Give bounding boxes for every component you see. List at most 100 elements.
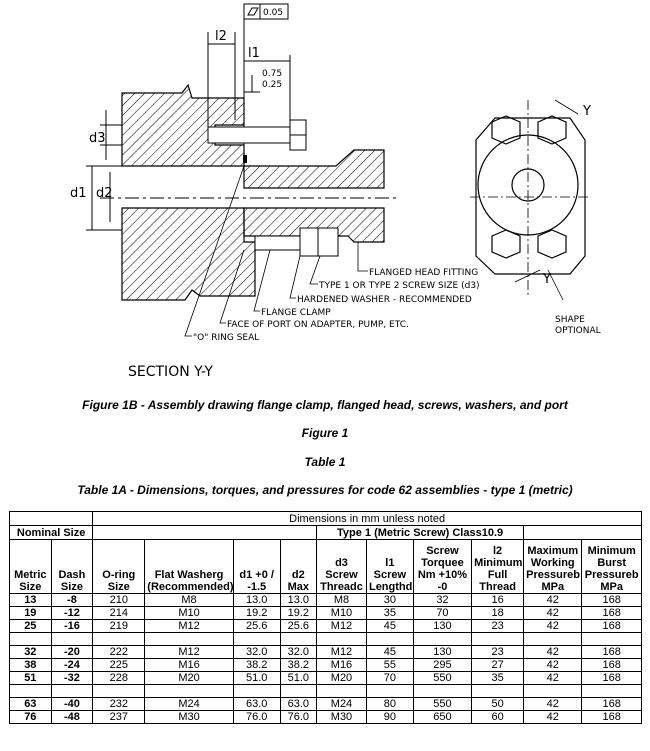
callout-port-face: FACE OF PORT ON ADAPTER, PUMP, ETC. [227,320,409,330]
spacer-cell [523,684,583,698]
spacer-cell [50,684,94,698]
table-cell: 63.0 [232,697,281,711]
table-cell: M8 [316,593,367,607]
table-cell: 168 [581,697,642,711]
table-cell: 80 [365,697,414,711]
blank-header-right [523,525,642,540]
table-cell: -24 [50,658,94,672]
spacer-row [9,632,642,646]
flanged-head-fitting [243,149,385,243]
col-oring-size: O-ring Size [92,539,146,594]
table-cell: 168 [581,658,642,672]
table-cell: 18 [471,606,525,620]
lower-screw [254,227,339,257]
diameter-dimensions [86,110,122,231]
table-cell: 168 [581,710,642,724]
table-cell: 51 [9,671,52,685]
spacer-cell [412,632,473,646]
table-cell: 42 [523,697,583,711]
table-cell: 76.0 [232,710,281,724]
table-cell: M30 [316,710,367,724]
table-cell: 228 [92,671,146,685]
table-cell: 35 [365,606,414,620]
spacer-cell [316,632,367,646]
table-cell: M10 [316,606,367,620]
table-cell: 225 [92,658,146,672]
spacer-cell [279,632,318,646]
table-cell: 650 [412,710,473,724]
table-cell: M12 [316,645,367,659]
col-torque: Screw Torquee Nm +10% -0 [412,539,473,594]
callout-leaders [184,165,368,337]
table-cell: 60 [471,710,525,724]
table-cell: 63 [9,697,52,711]
table-cell: 42 [523,619,583,633]
callout-o-ring: "O" RING SEAL [193,333,259,343]
spacer-cell [412,684,473,698]
table-cell: 19 [9,606,52,620]
table-cell: 50 [471,697,525,711]
figure-1-caption: Figure 1 [301,426,349,440]
spacer-cell [365,684,414,698]
col-l2: l2 Minimum Full Thread [471,539,525,594]
table-cell: M12 [144,619,234,633]
l1-label: l1 [248,46,260,61]
table-cell: 210 [92,593,146,607]
shape-note-2: OPTIONAL [555,326,601,336]
spacer-cell [316,684,367,698]
table-cell: 42 [523,658,583,672]
table-cell: 13.0 [232,593,281,607]
col-flat-washer: Flat Washerg (Recommended) [144,539,234,594]
spacer-cell [144,632,234,646]
table-cell: 42 [523,671,583,685]
table-cell: M10 [144,606,234,620]
table-cell: 32.0 [279,645,318,659]
table-cell: 51.0 [232,671,281,685]
table-cell: -20 [50,645,94,659]
d1-label: d1 [70,186,87,201]
table-cell: M16 [144,658,234,672]
figure-1b-caption: Figure 1B - Assembly drawing flange clam… [82,398,568,412]
dim-025: 0.25 [262,80,282,90]
table-cell: 70 [412,606,473,620]
table-cell: -8 [50,593,94,607]
table-cell: 45 [365,645,414,659]
table-cell: M20 [144,671,234,685]
table-cell: M12 [316,619,367,633]
table-cell: 51.0 [279,671,318,685]
upper-screw [207,119,307,151]
table-cell: 35 [471,671,525,685]
table-cell: -16 [50,619,94,633]
table-cell: 214 [92,606,146,620]
table-cell: 23 [471,645,525,659]
section-mark-y-lower: Y [542,272,551,287]
col-l1: l1 Screw Lengthd [365,539,414,594]
spacer-cell [365,632,414,646]
col-d2: d2 Max [279,539,318,594]
table-cell: -40 [50,697,94,711]
d3-label: d3 [89,131,106,146]
table-cell: 168 [581,606,642,620]
table-cell: 232 [92,697,146,711]
nominal-size-header: Nominal Size [8,525,94,540]
table-cell: 23 [471,619,525,633]
col-dash-size: Dash Size [50,539,94,594]
table-cell: 16 [471,593,525,607]
table-cell: -12 [50,606,94,620]
table-cell: 168 [581,593,642,607]
d2-label: d2 [96,186,113,201]
table-cell: 45 [365,619,414,633]
table-cell: 19.2 [279,606,318,620]
table-cell: 42 [523,593,583,607]
spacer-cell [581,684,642,698]
table-cell: 38 [9,658,52,672]
col-d1: d1 +0 / -1.5 [232,539,281,594]
table-cell: M16 [316,658,367,672]
col-d3: d3 Screw Threadc [316,539,367,594]
col-max-pressure: Maximum Working Pressureb MPa [523,539,583,594]
